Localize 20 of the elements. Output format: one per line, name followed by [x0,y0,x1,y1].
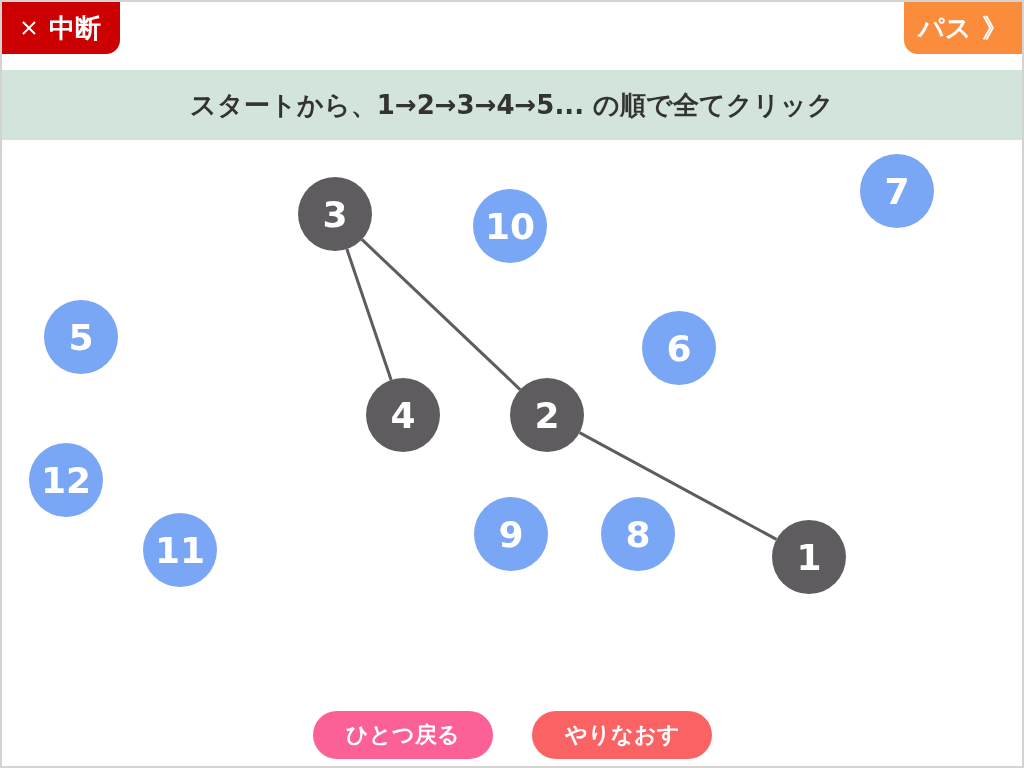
restart-button: やりなおす [532,711,712,759]
number-circle: 6 [642,311,716,385]
number-circle: 7 [860,154,934,228]
quit-button: 中断 [2,2,120,54]
undo-button: ひとつ戻る [313,711,493,759]
connecting-line [345,248,393,381]
number-circle: 11 [143,513,217,587]
number-circle: 12 [29,443,103,517]
connecting-line [578,431,778,541]
pass-button: パス 》 [904,2,1022,54]
instruction-text: スタートから、1→2→3→4→5... の順で全てクリック [188,89,836,122]
number-circle: 3 [298,177,372,251]
number-circle: 4 [366,378,440,452]
connecting-line [360,238,522,391]
number-circle: 5 [44,300,118,374]
number-circle: 1 [772,520,846,594]
number-circle: 2 [510,378,584,452]
number-circle: 10 [473,189,547,263]
number-circle: 8 [601,497,675,571]
number-circle: 9 [474,497,548,571]
